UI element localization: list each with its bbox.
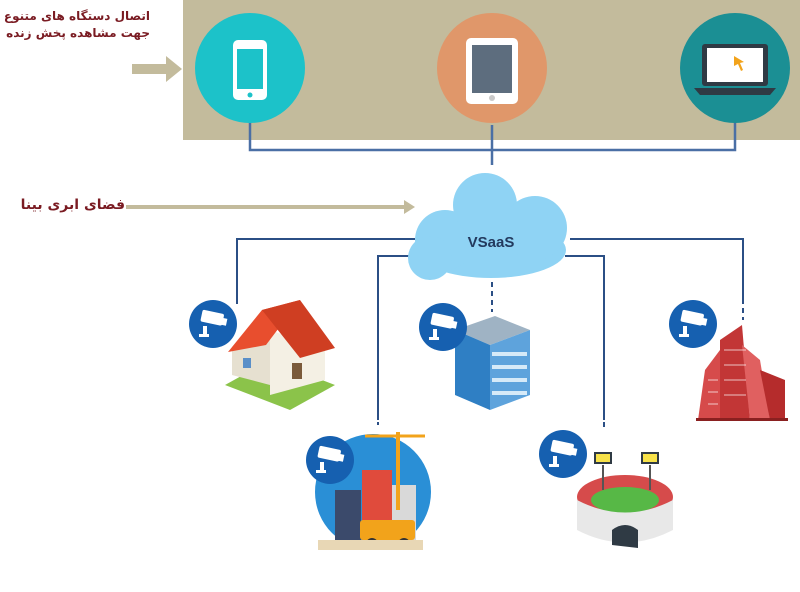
tablet-device <box>437 13 547 123</box>
camera-icon <box>539 430 587 478</box>
device-connectors <box>248 120 737 165</box>
camera-icon <box>669 300 717 348</box>
devices-caption-line1: اتصال دستگاه های متنوع <box>3 9 150 23</box>
devices-caption: اتصال دستگاه های متنوع جهت مشاهده پخش زن… <box>0 8 150 42</box>
office-site <box>455 316 530 410</box>
devices-caption-line2: جهت مشاهده پخش زنده <box>6 26 150 40</box>
vsaas-cloud: VSaaS <box>408 173 567 280</box>
smartphone-device <box>195 13 305 123</box>
cloud-caption: فضای ابری بینا <box>20 197 125 213</box>
site-connectors <box>236 238 744 430</box>
cloud-arrow <box>126 200 415 214</box>
vsaas-label: VSaaS <box>468 234 515 251</box>
laptop-device <box>680 13 790 123</box>
house-site <box>225 300 335 410</box>
skyscraper-site <box>696 325 788 421</box>
stadium-site <box>577 452 673 548</box>
devices-arrow <box>132 56 182 82</box>
camera-icon <box>189 300 237 348</box>
camera-icon <box>419 303 467 351</box>
camera-icon <box>306 436 354 484</box>
